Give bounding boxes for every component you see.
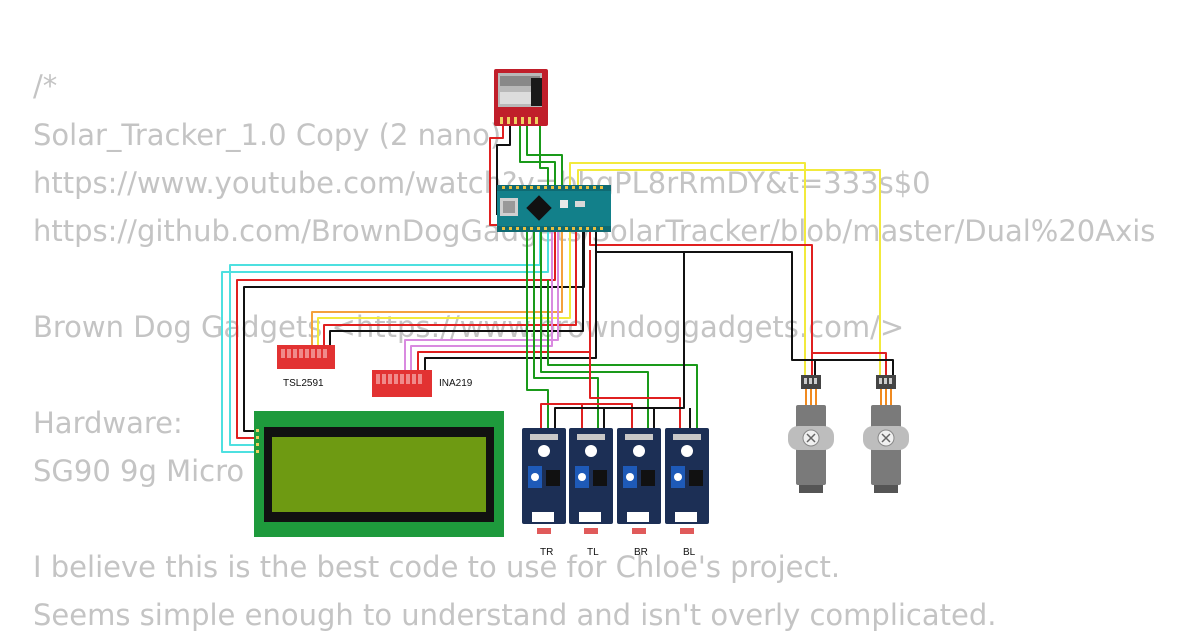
wire-sd-green-2 [526,125,563,190]
wire-black-tsl [329,232,584,345]
ldr-module-tr [522,428,566,534]
wire-black-servo2 [815,359,894,375]
label-ldr-bl: BL [683,547,696,558]
code-line-3: https://www.youtube.com/watch?v=bhgPL8rR… [33,166,931,200]
lcd-display [254,411,504,537]
code-line-2: Solar_Tracker_1.0 Copy (2 nano) [33,118,502,152]
wire-yellow-servo1 [569,162,806,375]
code-line-12: Seems simple enough to understand and is… [33,598,997,632]
wire-black-ina [424,252,597,370]
label-ldr-tr: TR [540,547,553,558]
wire-black-ldr-bus [554,252,685,428]
ina219-switch [372,370,432,397]
wire-red-servo1 [589,232,813,375]
wire-green-ldr-bl [547,280,698,428]
wire-sd-green-1 [519,125,556,190]
label-ldr-br: BR [634,547,648,558]
wire-lcd-red [236,232,556,439]
wire-red-ldr-3 [582,403,633,428]
ldr-module-tl [569,428,613,534]
wire-cyan-2 [221,232,549,453]
label-ina219: INA219 [439,378,473,389]
arduino-nano [497,185,611,232]
servo-2 [863,375,909,493]
wire-green-ldr-tr [526,232,549,428]
wire-sd-black [496,125,511,215]
wire-green-ldr-br [540,232,649,428]
wire-sd-red [489,125,504,226]
code-line-11: I believe this is the best code to use f… [33,550,841,584]
ldr-module-bl [665,428,709,534]
label-ldr-tl: TL [587,547,599,558]
wire-yellow-servo2 [577,169,881,375]
wire-red-ldr-1 [540,403,582,428]
wire-red-ldr-bus [589,352,681,428]
wire-red-servo2 [812,352,887,375]
wires [221,125,894,453]
wire-black-servo1 [595,232,816,375]
ldr-module-br [617,428,661,534]
code-line-1: /* [33,69,58,103]
servo-1 [788,375,834,493]
wire-red-ina [417,250,591,370]
label-tsl2591: TSL2591 [283,378,324,389]
wire-yellow-tsl [317,232,571,345]
wire-orange-tsl [311,232,563,345]
wire-sd-green-3 [539,125,549,190]
sd-card-module [494,69,548,126]
wire-red-tsl [323,232,577,345]
code-line-8: Hardware: [33,406,183,440]
wire-purple-ina-1 [404,232,559,370]
tsl2591-switch [277,345,335,369]
wire-purple-ina-2 [410,232,553,370]
